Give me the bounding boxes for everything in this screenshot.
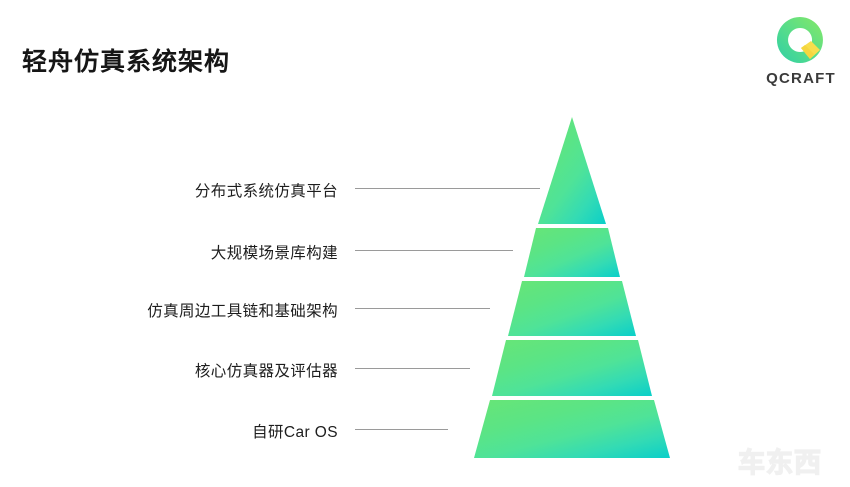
pyramid-tier-4 [492, 340, 652, 396]
brand-logo: QCRAFT [757, 14, 845, 94]
pyramid-tier-1 [538, 117, 606, 224]
q-ring-icon [771, 14, 829, 68]
pyramid-label-3: 仿真周边工具链和基础架构 [147, 303, 338, 320]
page-title: 轻舟仿真系统架构 [22, 48, 231, 76]
pyramid-label-2: 大规模场景库构建 [210, 245, 338, 262]
pyramid-connector-5 [355, 429, 448, 430]
pyramid-diagram [440, 108, 710, 468]
pyramid-connector-4 [355, 368, 470, 369]
pyramid-tier-5 [474, 400, 670, 458]
pyramid-label-4: 核心仿真器及评估器 [194, 363, 338, 380]
watermark: 车东西 [737, 447, 822, 478]
pyramid-connector-3 [355, 308, 490, 309]
pyramid-label-5: 自研Car OS [252, 424, 338, 441]
pyramid-connector-1 [355, 188, 540, 189]
pyramid-tier-2 [524, 228, 620, 277]
pyramid-connector-2 [355, 250, 513, 251]
pyramid-tier-3 [508, 281, 636, 336]
logo-wordmark: QCRAFT [766, 70, 836, 87]
pyramid-label-1: 分布式系统仿真平台 [194, 183, 338, 200]
